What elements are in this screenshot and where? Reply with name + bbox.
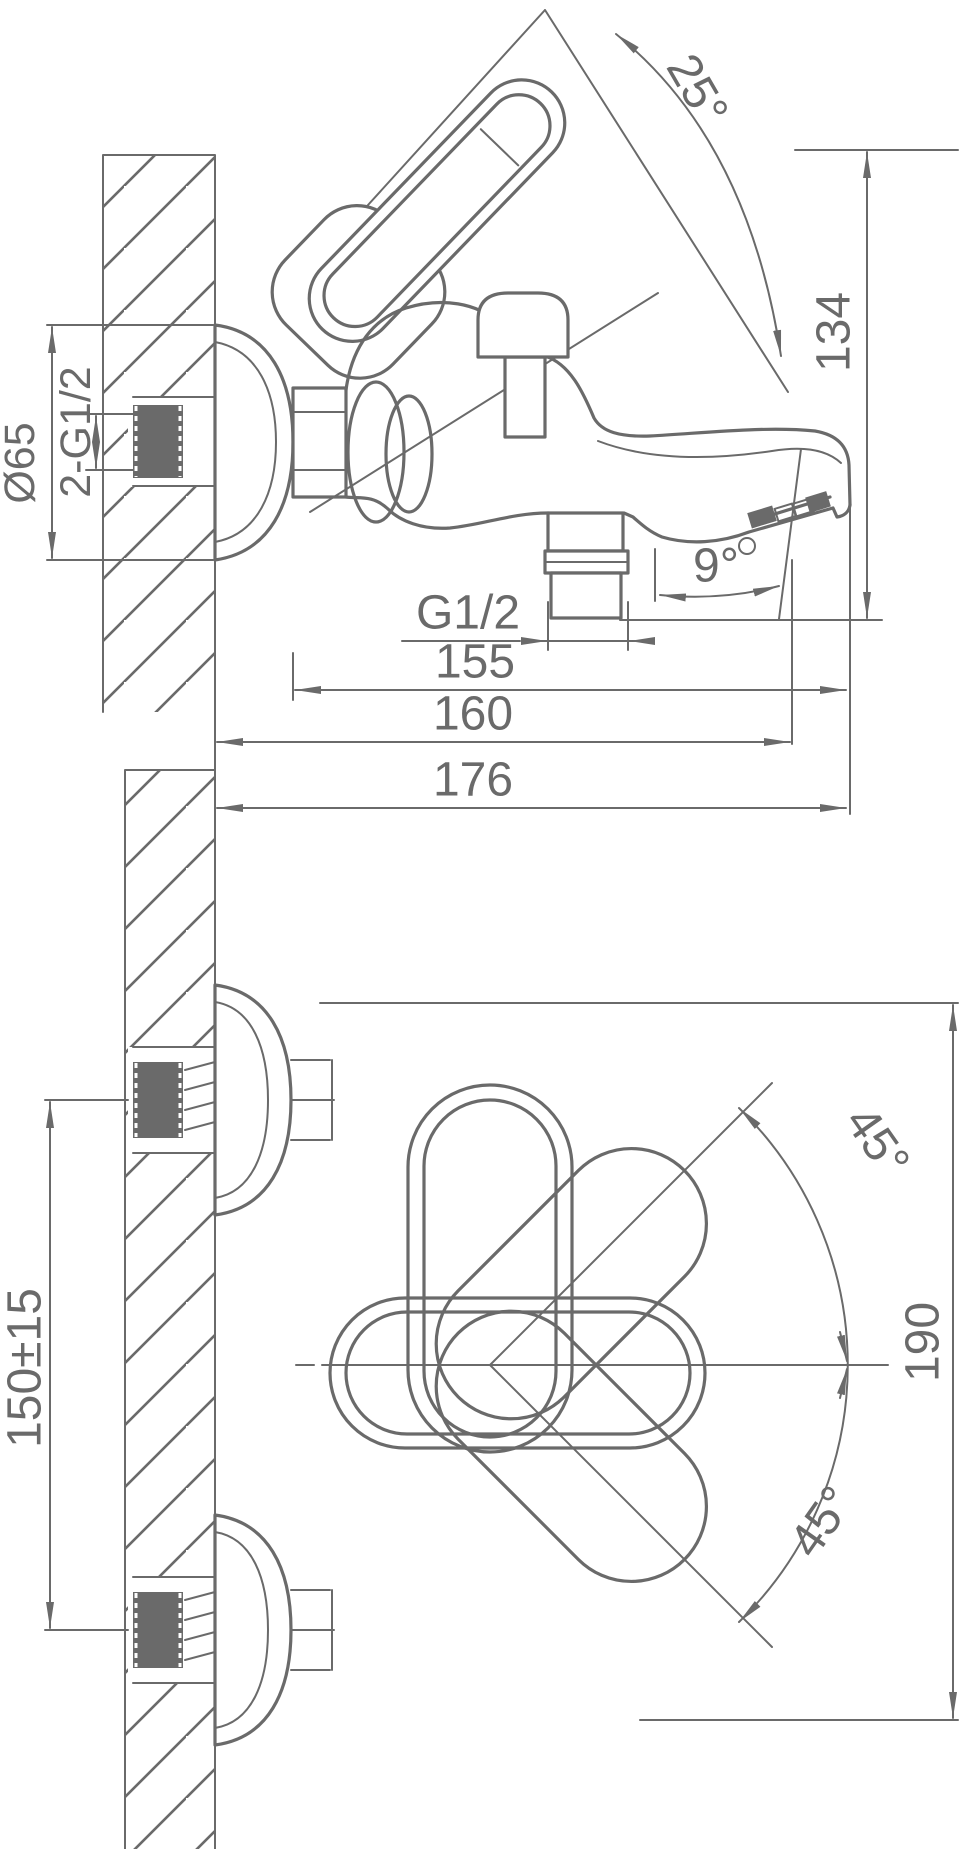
dim-height-134: 134 <box>619 149 959 621</box>
union-upper <box>290 1059 335 1141</box>
inlet-thread-block <box>133 405 183 478</box>
dim-spout-tilt: 9° <box>654 448 802 620</box>
spout-top-edge <box>344 300 852 507</box>
handle-inner-line <box>322 93 552 329</box>
dim-label-176: 176 <box>433 754 513 807</box>
body-capsule-inner <box>422 1098 558 1439</box>
aerator-screw <box>738 537 756 555</box>
escutcheon-upper-inner <box>214 1001 270 1199</box>
dim-inlet-spacing: 150±15 <box>0 1099 129 1631</box>
handle-position-down <box>434 1309 709 1584</box>
dim-label-45-upper: 45° <box>834 1097 919 1187</box>
side-view: 25° 134 Ø65 2-G1/2 G1/2 9° <box>0 9 959 815</box>
shower-outlet <box>543 511 630 620</box>
dim-escutcheon-dia: Ø65 2-G1/2 <box>0 324 214 561</box>
thread-lines-lower <box>184 1591 216 1661</box>
handle-position-side <box>328 1296 707 1450</box>
dim-label-150: 150±15 <box>0 1288 52 1448</box>
spout-inner-line <box>597 440 842 464</box>
handle-tip-line <box>479 128 520 167</box>
faucet-body-side <box>309 291 852 620</box>
inlet-thread-block-lower <box>133 1592 183 1668</box>
thread-serration <box>134 406 182 477</box>
handle-swing-rays <box>295 1082 889 1648</box>
aerator-pad-left <box>747 505 777 529</box>
thread-lines-upper <box>184 1061 216 1131</box>
dim-label-9deg: 9° <box>693 540 739 593</box>
handle-base-trim-inner <box>384 394 434 514</box>
escutcheon-inner-ring <box>214 341 278 543</box>
union-hub <box>291 386 348 499</box>
outlet-thread <box>549 571 623 620</box>
handle-outline <box>307 78 567 343</box>
dim-label-25deg: 25° <box>656 45 738 134</box>
body-capsule-outer <box>406 1083 574 1454</box>
faucet-body-front <box>328 1083 709 1584</box>
spout-underside-left <box>344 495 550 530</box>
dim-label-160: 160 <box>433 688 513 741</box>
escutcheon-upper <box>213 983 293 1217</box>
wall-section-front <box>124 769 216 1849</box>
dim-label-134: 134 <box>808 292 861 372</box>
union-lower <box>290 1589 335 1671</box>
wall-section-side <box>102 154 216 713</box>
dim-label-dia65: Ø65 <box>0 422 44 503</box>
dim-handle-swing: 45° 45° <box>738 1097 920 1623</box>
diverter-knob <box>476 291 570 359</box>
wall-hatch-front <box>125 770 215 1849</box>
handle-position-up <box>434 1146 709 1421</box>
inlet-upper <box>128 983 335 1217</box>
escutcheon-lower-inner <box>214 1531 270 1729</box>
dim-label-45-lower: 45° <box>779 1477 864 1567</box>
dim-label-155: 155 <box>435 636 515 689</box>
handle-lever <box>270 78 567 380</box>
upper-45-ray <box>489 1082 773 1366</box>
dim-outlet-thread: G1/2 <box>401 587 655 651</box>
union-rings <box>292 411 347 471</box>
inlet-lower <box>128 1513 335 1747</box>
dim-label-2g12: 2-G1/2 <box>52 366 100 497</box>
socket-edges <box>132 396 216 487</box>
lower-45-ray <box>489 1364 773 1648</box>
diverter-stem <box>503 355 547 439</box>
handle-side-inner <box>344 1310 692 1436</box>
dim-label-g12: G1/2 <box>416 587 520 640</box>
dim-overall-height: 190 <box>319 1002 959 1721</box>
escutcheon <box>213 323 295 562</box>
dim-lengths: 155 160 176 <box>214 505 851 815</box>
dim-label-190: 190 <box>897 1302 950 1382</box>
outlet-body <box>546 511 625 553</box>
aerator <box>738 491 831 555</box>
escutcheon-lower <box>213 1513 293 1747</box>
inlet-thread-block-upper <box>133 1062 183 1138</box>
front-view: 45° 45° 150±15 190 <box>0 769 959 1849</box>
construction-line <box>309 292 659 513</box>
aerator-slot-2 <box>791 497 815 518</box>
